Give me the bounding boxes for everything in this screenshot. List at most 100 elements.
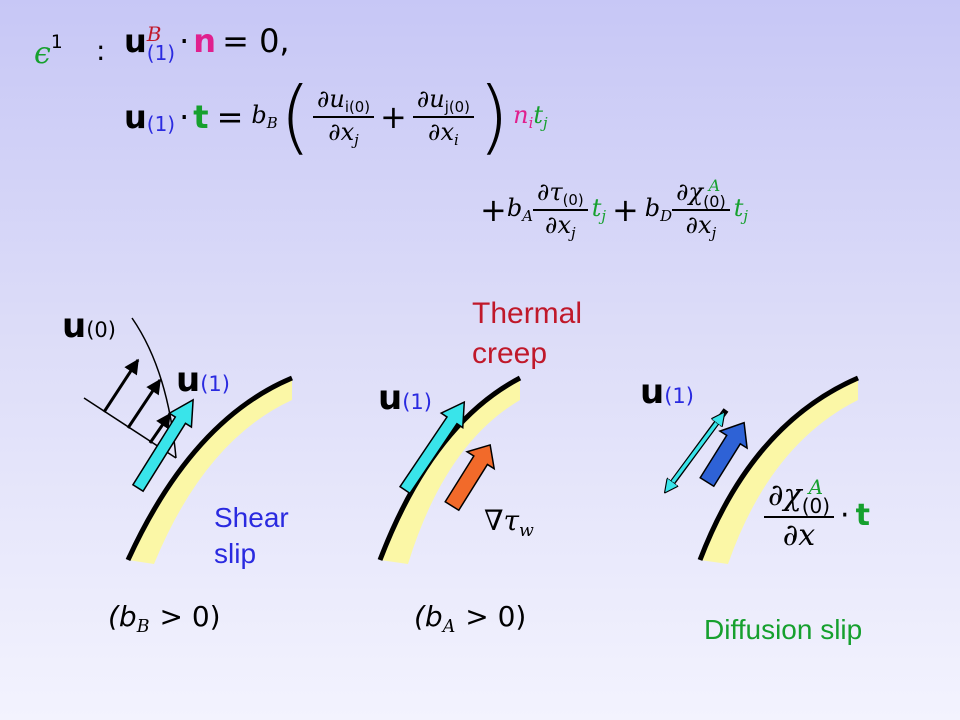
shear-slip-arrow	[131, 398, 194, 493]
diffusion-num-sup: A	[808, 475, 824, 499]
shear-u1-letter: u	[176, 360, 201, 400]
frac1-den: ∂x	[328, 118, 355, 146]
diffusion-u1-sub: (1)	[664, 384, 694, 408]
wall-shear	[128, 378, 292, 564]
eq2-u-vector: u	[124, 98, 147, 136]
frac3-den: ∂x	[545, 211, 571, 239]
gradient-symbol: ∇τ	[484, 504, 520, 537]
order-colon: :	[96, 34, 106, 67]
ni-letter: n	[513, 101, 529, 130]
diffusion-frac-den: ∂x	[764, 516, 835, 553]
thermal-u1-label: u(1)	[378, 378, 432, 418]
eq2-ni: ni	[513, 101, 533, 132]
eq3-tj-letter: t	[591, 194, 602, 223]
tj-subscript: j	[543, 114, 548, 133]
frac1-den-sub: j	[354, 131, 359, 150]
frac2-num: ∂u	[416, 84, 445, 113]
diffusion-u1-letter: u	[640, 372, 665, 412]
eq2-subscript: (1)	[146, 112, 176, 136]
diffusion-slip-label: Diffusion slip	[704, 614, 863, 645]
shear-cond-sub: B	[136, 617, 150, 638]
bD-subscript: D	[660, 207, 673, 226]
eq3-tj: tj	[592, 194, 606, 225]
thermal-cond-sub: A	[442, 617, 456, 638]
bD-letter: b	[644, 194, 661, 223]
frac1-num: ∂u	[316, 84, 345, 113]
frac-dchi-den: ∂xj	[672, 208, 730, 242]
shear-slip-label: Shear slip	[214, 502, 289, 570]
wall-shear-edge	[125, 375, 293, 562]
thermal-slip-arrow	[398, 400, 466, 495]
frac2-num-sub: j(0)	[444, 98, 470, 116]
frac4-den-sub: j	[711, 223, 717, 242]
frac4-num: ∂χ	[676, 178, 704, 207]
frac1-num-sub: i(0)	[344, 98, 371, 116]
thermal-u1-sub: (1)	[402, 390, 432, 414]
wall-thermal	[380, 378, 520, 564]
thermal-gradient-label: ∇τw	[484, 504, 534, 541]
eq1-dot: ·	[179, 22, 190, 60]
frac-du-i-num: ∂ui(0)	[313, 85, 374, 116]
frac-dtau-num: ∂τ(0)	[533, 178, 588, 209]
eq2-bB: bB	[251, 101, 277, 132]
diffusion-num-scripts: A(0)	[801, 475, 831, 518]
bA-subscript: A	[522, 207, 533, 226]
eq2-plus: +	[380, 98, 407, 136]
eq1-u-vector: u	[124, 22, 147, 60]
shear-u0-sub: (0)	[86, 318, 116, 342]
shear-u0-letter: u	[62, 306, 87, 346]
shear-cond-rest: > 0)	[159, 600, 221, 633]
wall-diffusion	[700, 378, 858, 564]
eq2-close-paren: )	[477, 70, 510, 163]
epsilon-symbol: ϵ	[34, 35, 51, 71]
bB-letter: b	[251, 101, 267, 130]
frac3-num-sub: (0)	[562, 191, 584, 209]
frac4-num-sup: A	[708, 176, 721, 196]
thermal-cond-rest: > 0)	[465, 600, 527, 633]
diffusion-t-vector: t	[855, 498, 870, 533]
thermal-u1-letter: u	[378, 378, 403, 418]
thermal-cond-open: (b	[414, 600, 443, 633]
eq1-subscript: (1)	[146, 40, 176, 65]
shear-u0-label: u(0)	[62, 306, 116, 346]
frac4-scripts: A(0)	[703, 176, 726, 211]
epsilon-power: 1	[50, 32, 63, 53]
eq2-open-paren: (	[279, 70, 311, 163]
diffusion-double-arrow-fill	[672, 413, 724, 483]
frac-du-j-den: ∂xi	[412, 116, 474, 150]
eq1-scripts: B(1)	[146, 24, 176, 65]
diffusion-u1-label: u(1)	[640, 372, 694, 412]
shear-velocity-arrow-1	[102, 358, 140, 413]
shear-u1-sub: (1)	[200, 372, 230, 396]
frac2-den: ∂x	[428, 118, 454, 146]
frac3-num: ∂τ	[536, 177, 563, 206]
eq3-plus: +	[480, 191, 507, 229]
eq3-tj-subscript: j	[601, 207, 606, 226]
shear-u1-label: u(1)	[176, 360, 230, 400]
shear-cond-open: (b	[108, 600, 137, 633]
eq2-tj: tj	[533, 101, 547, 132]
eq2-equals: =	[216, 98, 244, 136]
frac-du-i-den: ∂xj	[312, 116, 375, 150]
eq2-t-vector: t	[193, 98, 209, 136]
thermal-creep-title: Thermal creep	[472, 297, 583, 370]
eq3-bA: bA	[507, 194, 533, 225]
ni-subscript: i	[528, 114, 534, 133]
gradient-sub: w	[519, 521, 534, 542]
diffusion-blue-arrow	[699, 421, 748, 488]
eq1-n-vector: n	[193, 22, 217, 60]
shear-condition: (bB > 0)	[108, 600, 221, 637]
shear-velocity-arrow-2	[126, 378, 162, 429]
frac-dtau-den: ∂xj	[532, 209, 588, 242]
frac4-num-sub: (0)	[703, 191, 726, 211]
diffusion-num-sub: (0)	[801, 494, 831, 518]
frac2-den-sub: i	[453, 131, 459, 150]
bB-subscript: B	[266, 114, 278, 133]
eq1-rhs: = 0,	[222, 22, 290, 60]
tj-letter: t	[533, 101, 544, 130]
